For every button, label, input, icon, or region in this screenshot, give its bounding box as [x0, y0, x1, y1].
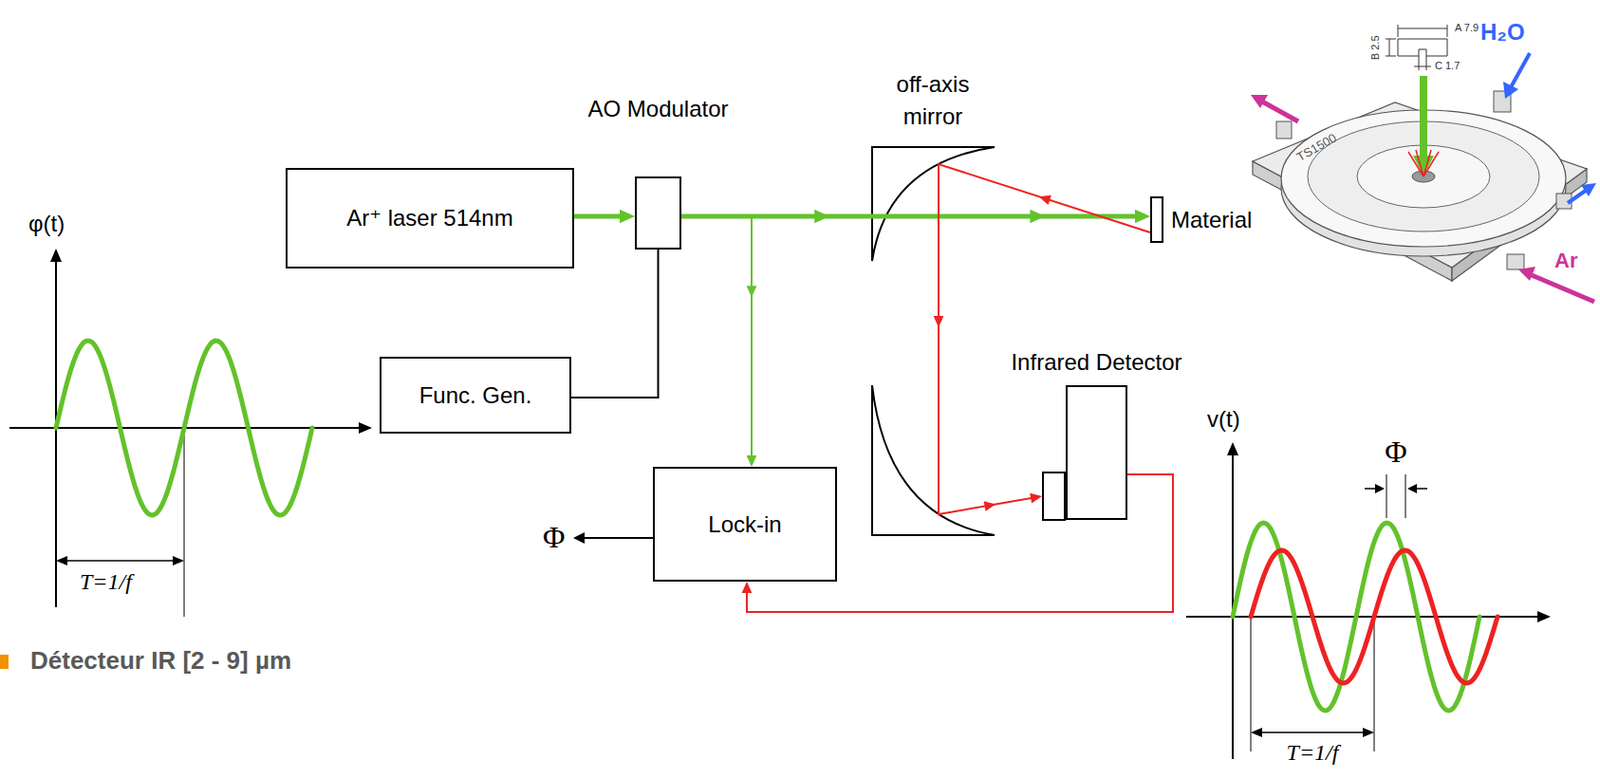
- connector: [571, 249, 659, 398]
- mirror-bottom: [872, 385, 995, 536]
- bullet-note: Détecteur IR [2 - 9] µm: [30, 647, 292, 676]
- dimension-label: C 1.7: [1434, 59, 1460, 73]
- connector-line: [571, 249, 659, 398]
- connector: [681, 216, 757, 467]
- detector-window: [1041, 471, 1066, 521]
- left-plot-axes: [9, 248, 373, 617]
- lock-in-box: Lock-in: [652, 466, 838, 582]
- detector-box: Infrared Detector: [1065, 385, 1128, 521]
- node-label: Lock-in: [707, 511, 782, 539]
- arrow-head: [742, 581, 753, 594]
- mirror-top: [872, 147, 995, 261]
- period-label: T=1/f: [79, 569, 132, 596]
- phase-symbol: Φ: [1384, 434, 1407, 470]
- node-label: Ar⁺ laser 514nm: [346, 204, 513, 232]
- node-label: Infrared Detector: [1010, 349, 1182, 376]
- node-label: Material: [1171, 206, 1252, 234]
- dimension-label: B 2.5: [1369, 35, 1382, 60]
- connector: [574, 209, 635, 224]
- arrow-head: [933, 316, 945, 328]
- bullet-square: [0, 654, 9, 670]
- connector-line: [574, 214, 626, 220]
- right-plot-axes: [1186, 442, 1551, 760]
- modulator-box: AO Modulator: [634, 176, 682, 250]
- arrow-head: [1029, 493, 1042, 504]
- reference-sine: [1232, 522, 1480, 711]
- dimension-label: A 7.9: [1454, 21, 1479, 35]
- arrow-head: [746, 285, 758, 298]
- axis-label: v(t): [1207, 406, 1241, 433]
- connector-line: [681, 216, 752, 461]
- period-label: T=1/f: [1286, 740, 1340, 767]
- phase-symbol: Φ: [542, 520, 565, 556]
- arrow-head: [814, 209, 830, 224]
- sample-stage-illustration: [1250, 53, 1597, 302]
- laser-box: Ar⁺ laser 514nm: [285, 167, 575, 269]
- sample-plate: Material: [1150, 196, 1164, 243]
- arrow-head: [1039, 195, 1052, 205]
- node-label: AO Modulator: [587, 95, 728, 123]
- arrow-head: [1134, 209, 1151, 224]
- excitation-sine: [55, 340, 313, 516]
- arrow-head: [746, 455, 758, 467]
- fluid-label: H₂O: [1480, 18, 1526, 46]
- arrow-head: [984, 501, 997, 512]
- mirror-label: off-axis mirror: [875, 68, 990, 133]
- function-generator-box: Func. Gen.: [379, 356, 572, 434]
- response-sine: [1250, 550, 1498, 684]
- arrow-head: [1029, 209, 1045, 224]
- node-label: Func. Gen.: [419, 382, 533, 410]
- arrow-head: [619, 209, 635, 224]
- axis-label: φ(t): [28, 210, 65, 238]
- gas-label: Ar: [1554, 248, 1578, 273]
- phase-output-line: [573, 532, 653, 544]
